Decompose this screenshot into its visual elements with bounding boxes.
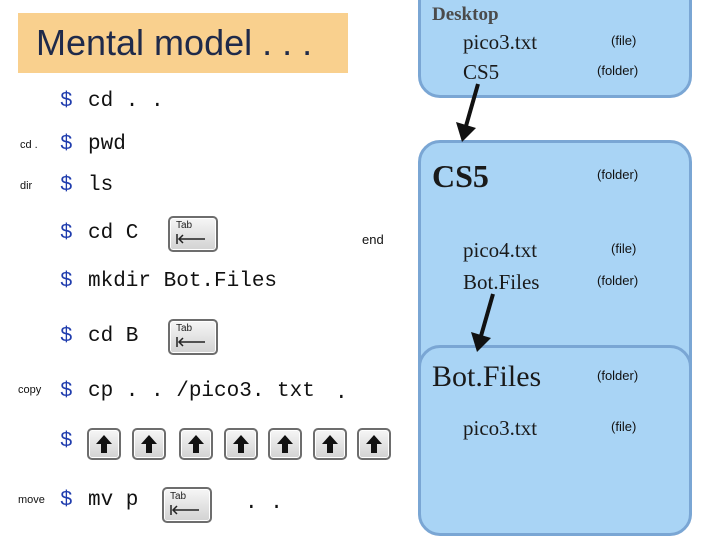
- up-arrow-key-icon: [224, 428, 258, 460]
- prompt: $: [60, 222, 73, 245]
- command-pwd: pwd: [88, 133, 126, 156]
- prompt: $: [60, 133, 73, 156]
- cs5-item-kind: (folder): [597, 273, 639, 288]
- side-label-move: move: [18, 494, 45, 506]
- side-label-cd: cd .: [20, 139, 38, 151]
- command-cd-b: cd B: [88, 325, 139, 348]
- up-arrow-key-icon: [357, 428, 391, 460]
- side-label-dir: dir: [20, 180, 33, 192]
- title-box: [18, 13, 348, 73]
- botfiles-header: Bot.Files: [432, 360, 542, 393]
- prompt: $: [60, 489, 73, 512]
- up-arrow-key-icon: [268, 428, 302, 460]
- up-arrow-key-icon: [87, 428, 121, 460]
- mv-destination: . .: [245, 492, 283, 515]
- prompt: $: [60, 430, 73, 453]
- cp-destination: .: [335, 382, 348, 405]
- botfiles-kind: (folder): [597, 368, 639, 383]
- desktop-panel: [418, 0, 692, 98]
- desktop-header: Desktop: [432, 4, 499, 25]
- arrow-cs5-to-botfiles-icon: [471, 293, 495, 352]
- desktop-item-name: CS5: [463, 60, 500, 84]
- command-cp: cp . . /pico3. txt: [88, 380, 315, 403]
- end-note: end: [362, 232, 384, 247]
- prompt: $: [60, 174, 73, 197]
- desktop-item-name: pico3.txt: [463, 30, 538, 54]
- prompt: $: [60, 90, 73, 113]
- arrow-desktop-to-cs5-icon: [456, 83, 480, 142]
- desktop-item-kind: (file): [611, 33, 637, 48]
- command-mkdir: mkdir Bot.Files: [88, 270, 278, 293]
- desktop-item-kind: (folder): [597, 63, 639, 78]
- side-label-copy: copy: [18, 384, 42, 396]
- botfiles-item-kind: (file): [611, 419, 637, 434]
- cs5-header: CS5: [432, 158, 489, 194]
- command-cd-c: cd C: [88, 222, 139, 245]
- prompt: $: [60, 380, 73, 403]
- tab-key-icon: Tab: [168, 319, 218, 355]
- botfiles-panel: [418, 345, 692, 536]
- command-ls: ls: [88, 174, 114, 197]
- prompt: $: [60, 270, 73, 293]
- up-arrow-key-icon: [132, 428, 166, 460]
- prompt: $: [60, 325, 73, 348]
- tab-key-icon: Tab: [168, 216, 218, 252]
- page-title: Mental model . . .: [36, 22, 313, 63]
- command-mv: mv p: [88, 489, 139, 512]
- command-cd-up: cd . .: [88, 90, 164, 113]
- cs5-item-name: Bot.Files: [463, 270, 540, 294]
- cs5-item-kind: (file): [611, 241, 637, 256]
- cs5-kind: (folder): [597, 167, 639, 182]
- up-arrow-key-icon: [179, 428, 213, 460]
- botfiles-item-name: pico3.txt: [463, 416, 538, 440]
- up-arrow-key-icon: [313, 428, 347, 460]
- cs5-item-name: pico4.txt: [463, 238, 538, 262]
- tab-key-icon: Tab: [162, 487, 212, 523]
